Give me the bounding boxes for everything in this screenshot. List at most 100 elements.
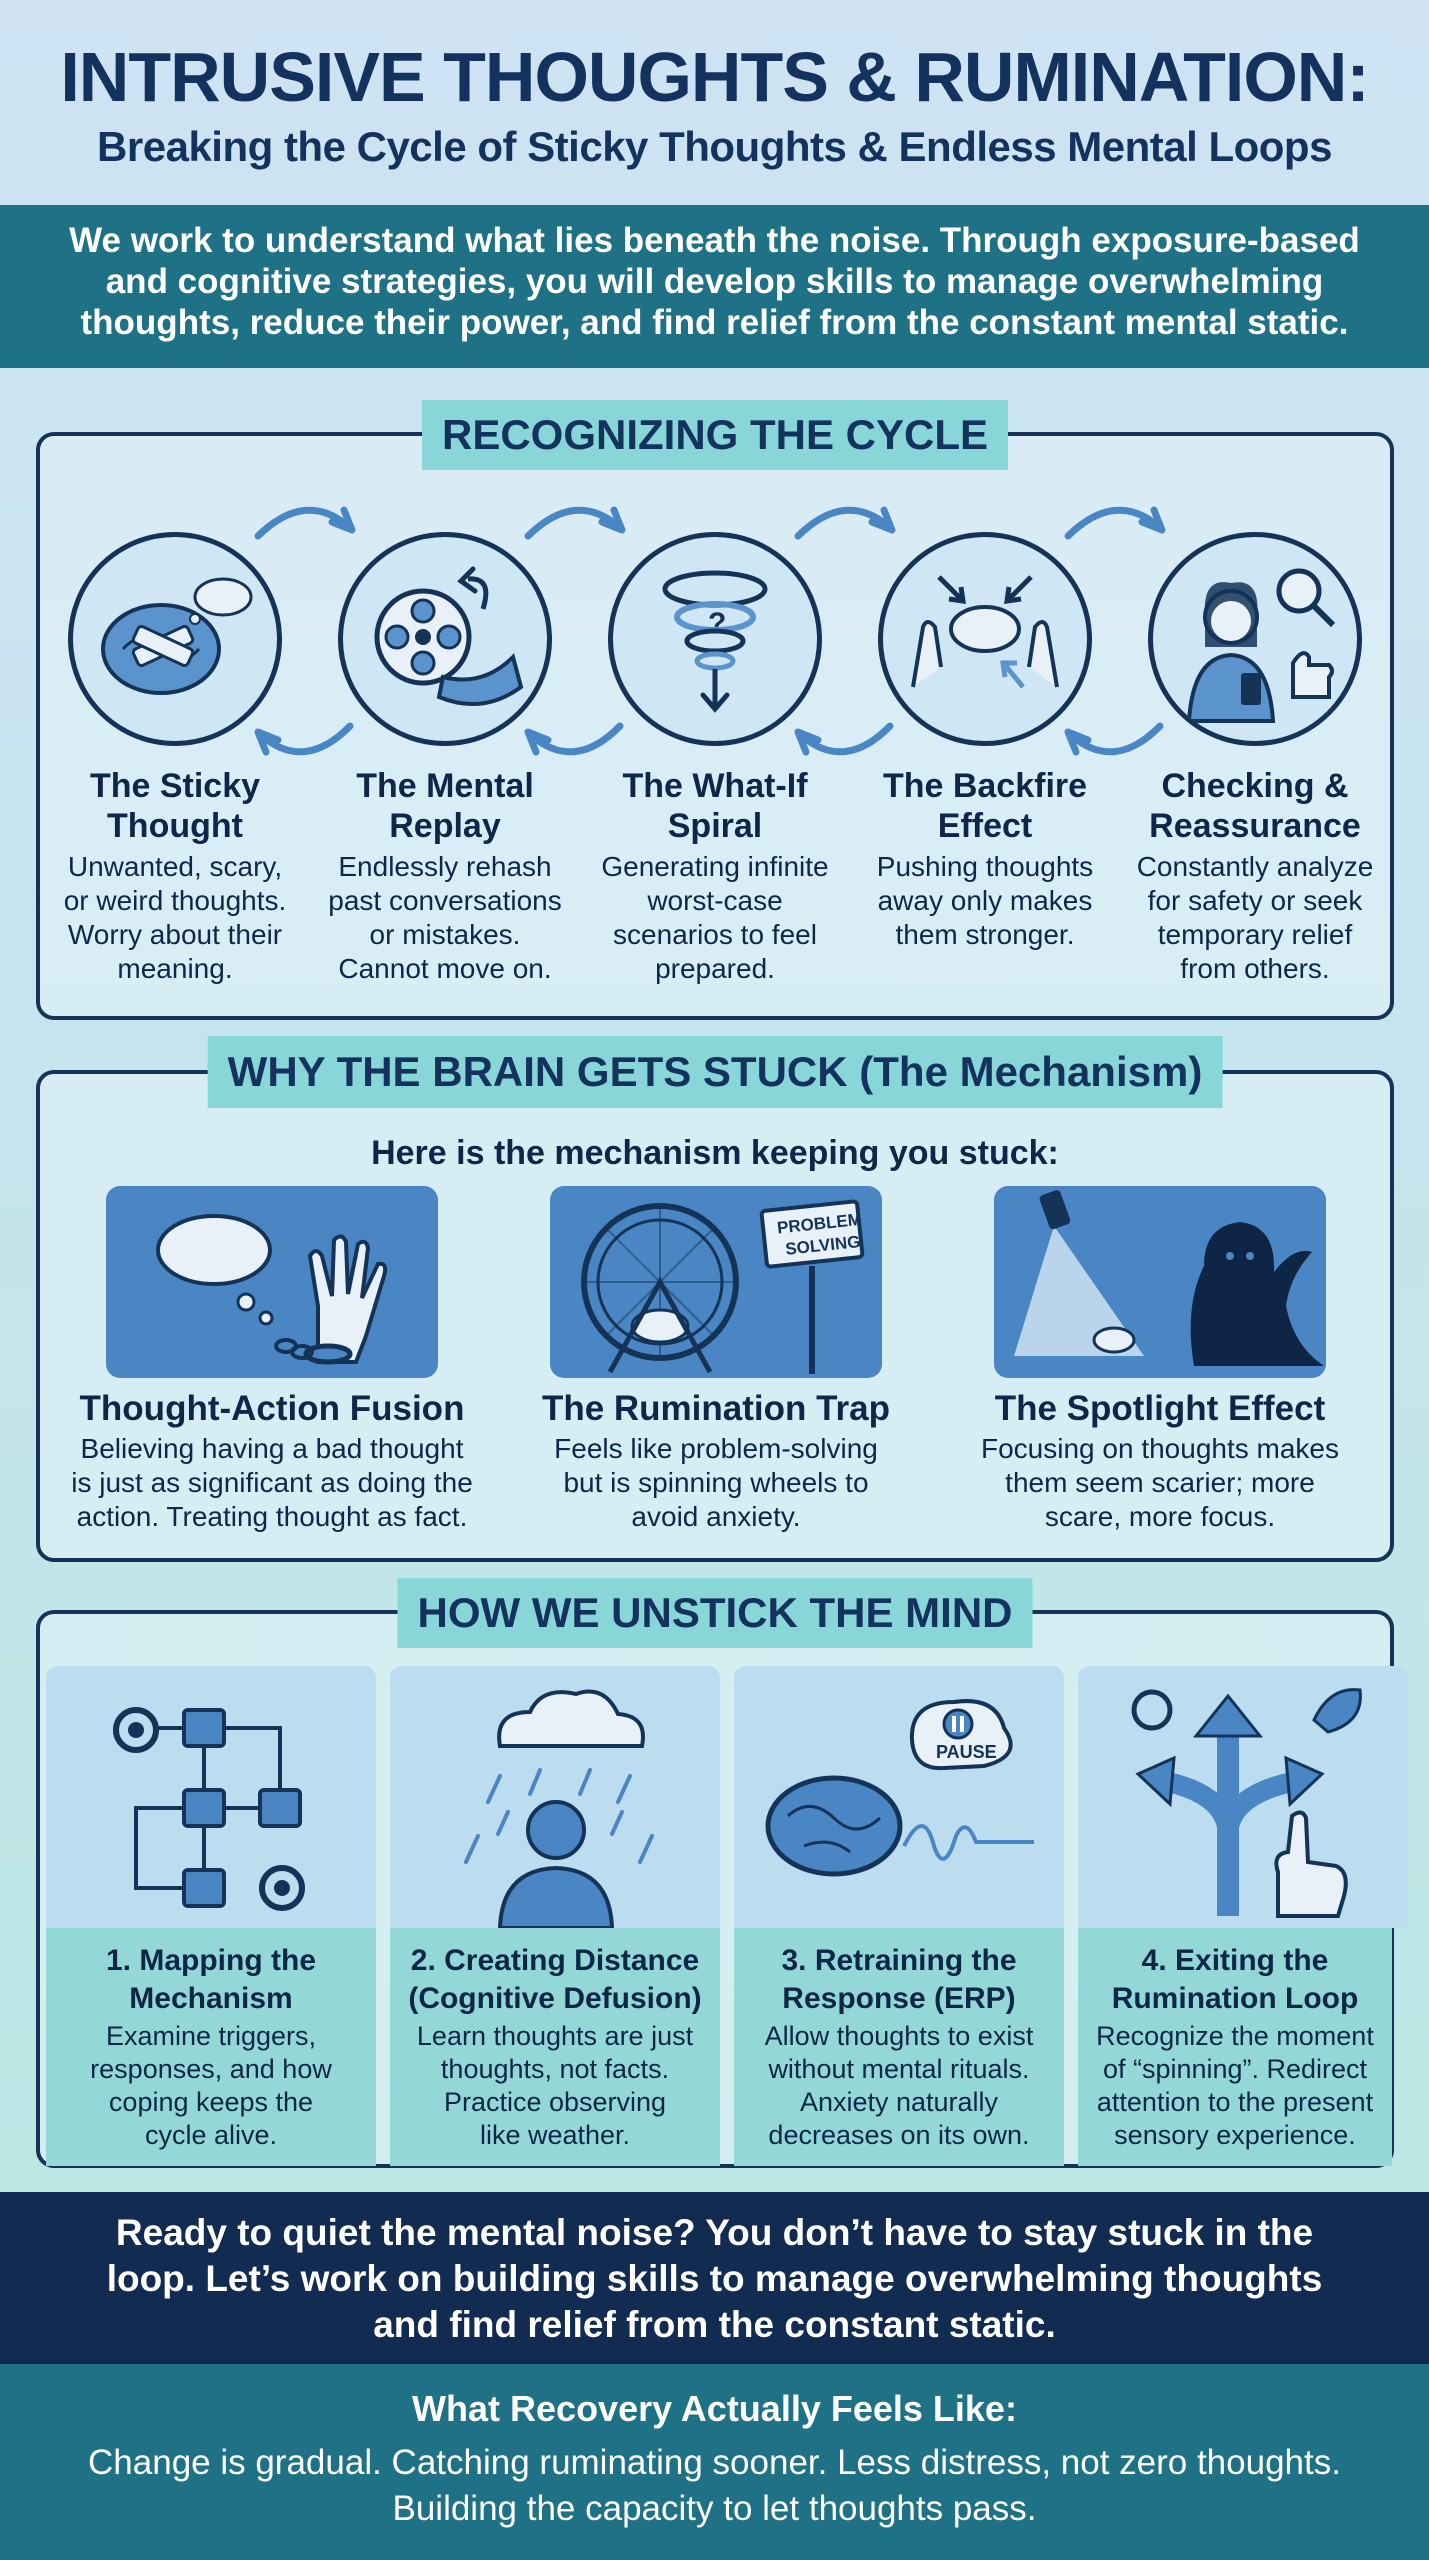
mechanism-spotlight-effect: The Spotlight Effect Focusing on thought… (950, 1186, 1370, 1534)
cycle-item-desc: from others. (1180, 953, 1330, 984)
person-phone-icon (1186, 568, 1336, 723)
arrow-right-icon (1064, 506, 1166, 540)
step-title: 1. Mapping the (106, 1944, 316, 1977)
cycle-item-title: The Mental (356, 767, 534, 805)
cycle-item-desc: prepared. (655, 953, 775, 984)
cycle-item-title: Effect (937, 807, 1033, 845)
cycle-item-mental-replay: The Mental Replay Endlessly rehash past … (320, 766, 570, 986)
step-desc: like weather. (479, 2120, 631, 2150)
cycle-item-desc: or mistakes. (369, 919, 521, 950)
cycle-item-desc: Unwanted, scary, (67, 851, 283, 882)
cta-line: Ready to quiet the mental noise? You don… (115, 2212, 1314, 2253)
mechanism-thought-action-fusion: Thought-Action Fusion Believing having a… (62, 1186, 482, 1534)
arrow-right-icon (254, 506, 356, 540)
step-title: 2. Creating Distance (410, 1944, 700, 1977)
spotlight-shadow-icon (1014, 1190, 1324, 1366)
unstick-panel: HOW WE UNSTICK THE MIND 1. Mapping the M… (36, 1578, 1408, 2168)
brain-bandage-icon (101, 577, 253, 695)
pushing-hands-icon (911, 575, 1059, 689)
page-title: INTRUSIVE THOUGHTS & RUMINATION: (60, 38, 1369, 116)
recovery-title: What Recovery Actually Feels Like: (412, 2388, 1017, 2429)
section-heading: RECOGNIZING THE CYCLE (421, 400, 1009, 470)
step-desc: Allow thoughts to exist (764, 2021, 1034, 2051)
svg-text:?: ? (708, 607, 726, 640)
cycle-item-desc: scenarios to feel (613, 919, 817, 950)
cycle-item-desc: Endlessly rehash (338, 851, 552, 882)
cycle-item-checking-reassurance: Checking & Reassurance Constantly analyz… (1130, 766, 1380, 986)
mechanism-title: Thought-Action Fusion (79, 1389, 465, 1428)
person-rain-cloud-icon (464, 1689, 654, 1928)
mechanism-desc: is just as significant as doing the (71, 1467, 473, 1498)
cycle-item-desc: or weird thoughts. (63, 885, 287, 916)
section-heading-main: WHY THE BRAIN GETS STUCK (227, 1048, 848, 1095)
spiral-question-icon: ? (662, 570, 768, 713)
arrow-left-icon (1064, 722, 1164, 756)
cycle-circle: ? (608, 532, 822, 746)
step-title: 3. Retraining the (781, 1944, 1017, 1977)
header: INTRUSIVE THOUGHTS & RUMINATION: Breakin… (0, 0, 1429, 205)
cycle-circle (338, 532, 552, 746)
cycle-item-desc: past conversations (328, 885, 562, 916)
cycle-item-desc: Generating infinite (601, 851, 829, 882)
cycle-item-desc: Constantly analyze (1136, 851, 1374, 882)
recovery-line: Change is gradual. Catching ruminating s… (88, 2443, 1341, 2482)
cycle-item-desc: Worry about their (67, 919, 283, 950)
recovery-line: Building the capacity to let thoughts pa… (392, 2489, 1037, 2528)
mechanism-desc: Focusing on thoughts makes (981, 1433, 1339, 1464)
unstick-step-retraining: PAUSE 3. Retraining the Response (ERP) A… (734, 1666, 1064, 2166)
intro-line: thoughts, reduce their power, and find r… (80, 303, 1349, 342)
step-desc: of “spinning”. Redirect (1102, 2054, 1368, 2084)
hamster-wheel-icon: PROBLEM SOLVING (581, 1199, 865, 1374)
cycle-item-title: The Sticky (89, 767, 261, 805)
mechanism-desc: action. Treating thought as fact. (76, 1501, 468, 1532)
cycle-item-title: Thought (107, 807, 243, 845)
step-desc: thoughts, not facts. (440, 2054, 670, 2084)
step-desc: without mental rituals. (768, 2054, 1030, 2084)
mechanism-desc: but is spinning wheels to (563, 1467, 869, 1498)
page-subtitle: Breaking the Cycle of Sticky Thoughts & … (97, 123, 1332, 170)
step-desc: coping keeps the (108, 2087, 314, 2117)
recovery-band: What Recovery Actually Feels Like: Chang… (0, 2364, 1429, 2560)
cycle-item-desc: them stronger. (895, 919, 1075, 950)
step-desc: Recognize the moment (1096, 2021, 1374, 2051)
mechanism-panel: WHY THE BRAIN GETS STUCK (The Mechanism)… (36, 1036, 1394, 1562)
step-title: (Cognitive Defusion) (408, 1982, 702, 2015)
intro-line: We work to understand what lies beneath … (69, 221, 1360, 260)
mechanism-rumination-trap: PROBLEM SOLVING The Rumination Trap Feel… (506, 1186, 926, 1534)
branching-arrows-icon (1131, 1688, 1362, 1918)
step-title: 4. Exiting the (1141, 1944, 1329, 1977)
cycle-item-desc: temporary relief (1157, 919, 1353, 950)
cycle-item-sticky-thought: The Sticky Thought Unwanted, scary, or w… (50, 766, 300, 986)
step-desc: attention to the present (1096, 2087, 1374, 2117)
mechanism-desc: Feels like problem-solving (554, 1433, 878, 1464)
mechanism-title: The Spotlight Effect (994, 1389, 1326, 1428)
step-desc: decreases on its own. (768, 2120, 1030, 2150)
arrow-left-icon (794, 722, 894, 756)
flowchart-gears-icon (113, 1707, 305, 1911)
step-title: Response (ERP) (782, 1982, 1016, 2015)
cycle-panel: RECOGNIZING THE CYCLE (36, 400, 1394, 1020)
cycle-item-title: The Backfire (882, 767, 1088, 805)
chained-hand-icon (156, 1214, 388, 1365)
unstick-step-distance: 2. Creating Distance (Cognitive Defusion… (390, 1666, 720, 2166)
mechanism-desc: them seem scarier; more (1005, 1467, 1315, 1498)
cycle-item-what-if-spiral: The What-If Spiral Generating infinite w… (590, 766, 840, 986)
arrow-left-icon (524, 722, 624, 756)
pause-label: PAUSE (936, 1742, 997, 1762)
arrow-left-icon (254, 722, 354, 756)
step-desc: sensory experience. (1114, 2120, 1356, 2150)
cycle-item-title: Checking & (1161, 767, 1349, 805)
cycle-item-desc: away only makes (877, 885, 1093, 916)
step-desc: Examine triggers, (105, 2021, 317, 2051)
cycle-item-desc: Cannot move on. (338, 953, 552, 984)
mechanism-desc: avoid anxiety. (631, 1501, 801, 1532)
film-reel-icon (374, 566, 524, 707)
cycle-item-desc: Pushing thoughts (876, 851, 1094, 882)
section-heading: HOW WE UNSTICK THE MIND (397, 1578, 1033, 1648)
section-heading-suffix: (The Mechanism) (859, 1048, 1203, 1095)
call-to-action: Ready to quiet the mental noise? You don… (0, 2192, 1429, 2364)
step-desc: Learn thoughts are just (416, 2021, 694, 2051)
cycle-circle (68, 532, 282, 746)
cycle-item-desc: for safety or seek (1147, 885, 1363, 916)
mechanism-desc: scare, more focus. (1044, 1501, 1276, 1532)
